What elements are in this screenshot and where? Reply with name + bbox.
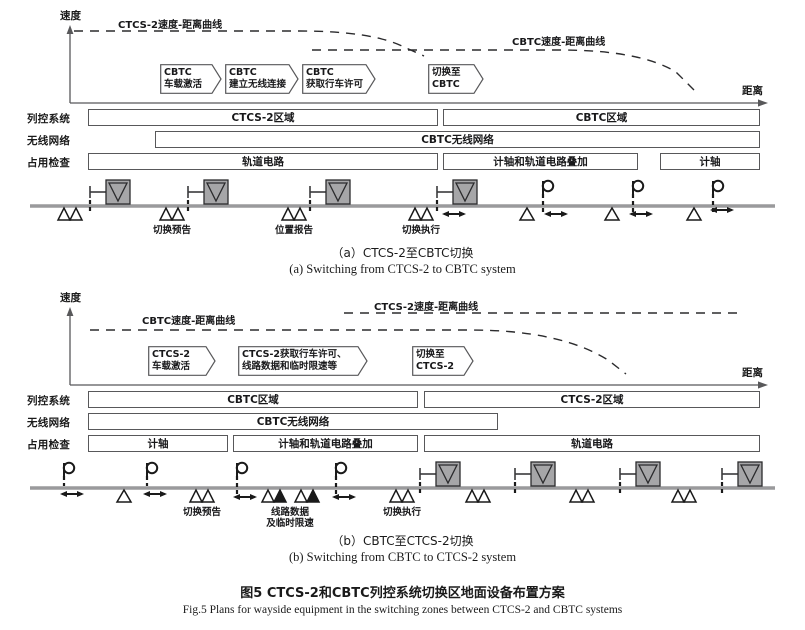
- balise-pair: [464, 488, 492, 503]
- panel-a-track-annotation-1: 切换预告: [152, 225, 191, 236]
- panel-b-train-control-bar-1: CBTC区域: [88, 391, 418, 408]
- panel-b-process-box-2: CTCS-2获取行车许可、线路数据和临时限速等: [238, 346, 368, 376]
- balise-single: [685, 206, 703, 221]
- panel-a-track-svg: [30, 179, 775, 221]
- panel-b-track-annotation-1: 切换预告: [182, 507, 221, 518]
- axle-counter-unit: [145, 461, 159, 486]
- panel-a-train-control-bar-2: CBTC区域: [443, 109, 760, 126]
- panel-a-row-label-radio-network: 无线网络: [27, 135, 71, 147]
- balise-pair: [56, 206, 84, 221]
- panel-b-process-box-2-text: CTCS-2获取行车许可、线路数据和临时限速等: [242, 349, 347, 372]
- span-arrow: [233, 494, 257, 500]
- panel-a-x-axis-label: 距离: [742, 85, 763, 97]
- panel-b-row-label-radio-network: 无线网络: [27, 417, 71, 429]
- track-circuit-unit: [720, 461, 763, 494]
- panel-a-train-control-bar-1: CTCS-2区域: [88, 109, 438, 126]
- panel-b-ctcs2-curve-label: CTCS-2速度-距离曲线: [374, 302, 479, 313]
- panel-a-occupancy-bar-2: 计轴和轨道电路叠加: [443, 153, 638, 170]
- panel-a-caption-cn: （a）CTCS-2至CBTC切换: [331, 246, 474, 260]
- panel-b-occupancy-bar-1: 计轴: [88, 435, 228, 452]
- span-arrow: [60, 491, 84, 497]
- panel-b-cbtc-curve-label: CBTC速度-距离曲线: [142, 316, 236, 327]
- panel-a-cbtc-curve-label: CBTC速度-距离曲线: [512, 37, 606, 48]
- balise-pair: [568, 488, 596, 503]
- span-arrow: [332, 494, 356, 500]
- balise-pair-filled: [260, 488, 288, 503]
- balise-single: [115, 488, 133, 503]
- panel-b-occupancy-bar-2: 计轴和轨道电路叠加: [233, 435, 418, 452]
- axle-counter-unit: [541, 179, 555, 212]
- panel-a-y-axis-label: 速度: [60, 10, 81, 22]
- span-arrow: [442, 211, 466, 217]
- panel-b-track-annotation-2: 线路数据 及临时限速: [255, 507, 325, 530]
- balise-pair: [188, 488, 216, 503]
- panel-b-track-svg: [30, 461, 775, 503]
- balise-pair-filled: [293, 488, 321, 503]
- track-circuit-unit: [186, 179, 229, 212]
- span-arrow: [710, 207, 734, 213]
- panel-b-track-annotation-2-line2: 及临时限速: [266, 518, 314, 530]
- panel-a-row-label-occupancy: 占用检查: [27, 157, 71, 169]
- panel-a-ctcs2-curve-label: CTCS-2速度-距离曲线: [118, 20, 223, 31]
- axle-counter-unit: [62, 461, 76, 486]
- track-circuit-unit: [88, 179, 131, 212]
- panel-a-occupancy-bar-1: 轨道电路: [88, 153, 438, 170]
- panel-a-plot-svg: [66, 25, 768, 107]
- balise-pair: [407, 206, 435, 221]
- panel-b-track-annotation-2-line1: 线路数据: [270, 507, 309, 518]
- axle-counter-unit: [235, 461, 249, 494]
- track-circuit-unit: [418, 461, 461, 494]
- figure-title-cn: 图5 CTCS-2和CBTC列控系统切换区地面设备布置方案: [240, 586, 565, 601]
- axle-counter-unit: [631, 179, 645, 212]
- panel-b-caption-cn: （b）CBTC至CTCS-2切换: [331, 534, 474, 548]
- balise-pair: [158, 206, 186, 221]
- panel-b-occupancy-bar-3: 轨道电路: [424, 435, 760, 452]
- panel-b-radio-network-bar-1: CBTC无线网络: [88, 413, 498, 430]
- panel-b-y-axis-label: 速度: [60, 292, 81, 304]
- panel-b-track-annotation-3: 切换执行: [382, 507, 421, 518]
- panel-b-plot-svg: [66, 307, 768, 389]
- track-circuit-unit: [435, 179, 478, 212]
- span-arrow: [629, 211, 653, 217]
- panel-b-caption-en: (b) Switching from CBTC to CTCS-2 system: [288, 550, 517, 564]
- balise-pair: [388, 488, 416, 503]
- axle-counter-unit: [334, 461, 348, 494]
- panel-a-occupancy-bar-3: 计轴: [660, 153, 760, 170]
- balise-single: [603, 206, 621, 221]
- panel-a-radio-network-bar-1: CBTC无线网络: [155, 131, 760, 148]
- panel-a-track-annotation-2: 位置报告: [274, 225, 313, 236]
- panel-b-row-label-train-control: 列控系统: [27, 395, 71, 407]
- span-arrow: [544, 211, 568, 217]
- balise-single: [518, 206, 536, 221]
- panel-a-caption-en: (a) Switching from CTCS-2 to CBTC system: [289, 262, 516, 276]
- panel-b-train-control-bar-2: CTCS-2区域: [424, 391, 760, 408]
- figure-title-en: Fig.5 Plans for wayside equipment in the…: [182, 604, 623, 616]
- balise-pair: [670, 488, 698, 503]
- balise-pair: [280, 206, 308, 221]
- panel-a-row-label-train-control: 列控系统: [27, 113, 71, 125]
- track-circuit-unit: [618, 461, 661, 494]
- panel-a-track-annotation-3: 切换执行: [401, 225, 440, 236]
- panel-b-row-label-occupancy: 占用检查: [27, 439, 71, 451]
- track-circuit-unit: [513, 461, 556, 494]
- track-circuit-unit: [308, 179, 351, 212]
- panel-b-x-axis-label: 距离: [742, 367, 763, 379]
- span-arrow: [143, 491, 167, 497]
